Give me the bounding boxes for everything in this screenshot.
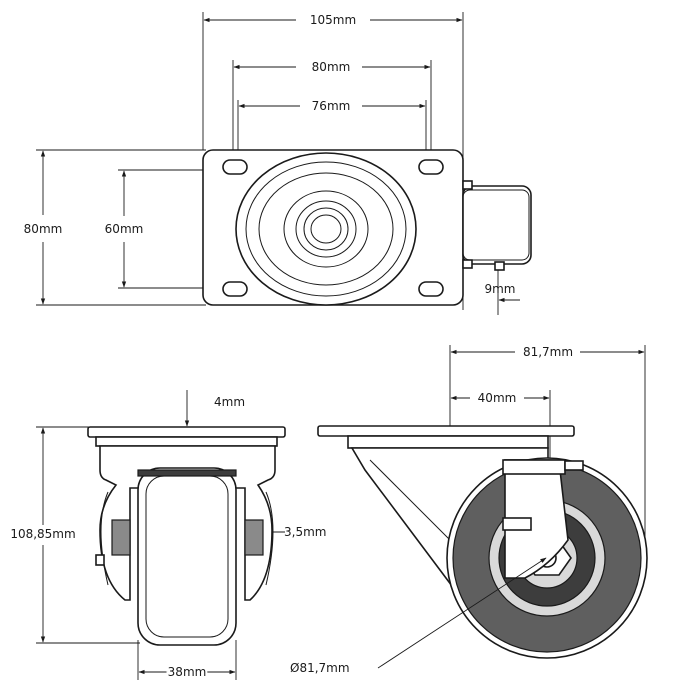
dim-38mm: 38mm xyxy=(138,663,236,681)
dim-label-9mm: 9mm xyxy=(484,282,515,296)
fork-cutout xyxy=(502,517,532,531)
dim-label-105mm: 105mm xyxy=(310,13,356,27)
brake-tab xyxy=(564,460,584,471)
top-view: 105mm 80mm 76mm 80mm 60mm 9mm xyxy=(24,12,532,315)
bolt-slot-bl xyxy=(222,281,248,297)
dim-label-76mm: 76mm xyxy=(312,99,351,113)
dim-label-38mm: 38mm xyxy=(168,665,207,679)
swivel-rings xyxy=(235,152,417,306)
front-view: 108,85mm 4mm 3,5mm 38mm xyxy=(10,390,326,681)
dim-label-80mm-vertical: 80mm xyxy=(24,222,63,236)
bolt-slot-tl xyxy=(222,159,248,175)
wheel-front xyxy=(137,467,237,646)
dim-105mm: 105mm xyxy=(203,13,463,27)
bolt-slot-br xyxy=(418,281,444,297)
dim-label-60mm: 60mm xyxy=(105,222,144,236)
axle-nut-left xyxy=(111,519,131,556)
wheel-protrusion xyxy=(462,180,532,271)
axle-end-left xyxy=(95,554,105,566)
dim-80mm-vertical: 80mm xyxy=(24,150,63,305)
fork-side xyxy=(504,459,569,579)
wheel-top-band xyxy=(137,469,237,477)
front-plate xyxy=(87,426,286,438)
dim-label-diameter: Ø81,7mm xyxy=(290,661,350,675)
side-plate xyxy=(317,425,575,437)
dim-label-80mm: 80mm xyxy=(312,60,351,74)
bolt-slot-tr xyxy=(418,159,444,175)
fork-collar xyxy=(502,459,566,475)
dim-label-4mm: 4mm xyxy=(214,395,245,409)
axle-nut-right xyxy=(244,519,264,556)
dim-label-40mm: 40mm xyxy=(478,391,517,405)
dim-60mm: 60mm xyxy=(105,170,144,288)
dim-80mm: 80mm xyxy=(233,60,431,74)
front-plate-base xyxy=(95,436,278,447)
side-view: 81,7mm 40mm Ø81,7mm xyxy=(290,345,648,675)
dim-76mm: 76mm xyxy=(238,99,426,113)
dim-81-7mm: 81,7mm xyxy=(450,345,645,359)
dim-40mm: 40mm xyxy=(450,391,550,405)
side-plate-base xyxy=(347,435,549,449)
dim-label-3-5mm: 3,5mm xyxy=(284,525,326,539)
dim-108-85mm: 108,85mm xyxy=(10,427,76,643)
dim-diameter: Ø81,7mm xyxy=(290,557,547,675)
dim-label-81-7mm: 81,7mm xyxy=(523,345,573,359)
dim-label-108-85mm: 108,85mm xyxy=(10,527,75,541)
